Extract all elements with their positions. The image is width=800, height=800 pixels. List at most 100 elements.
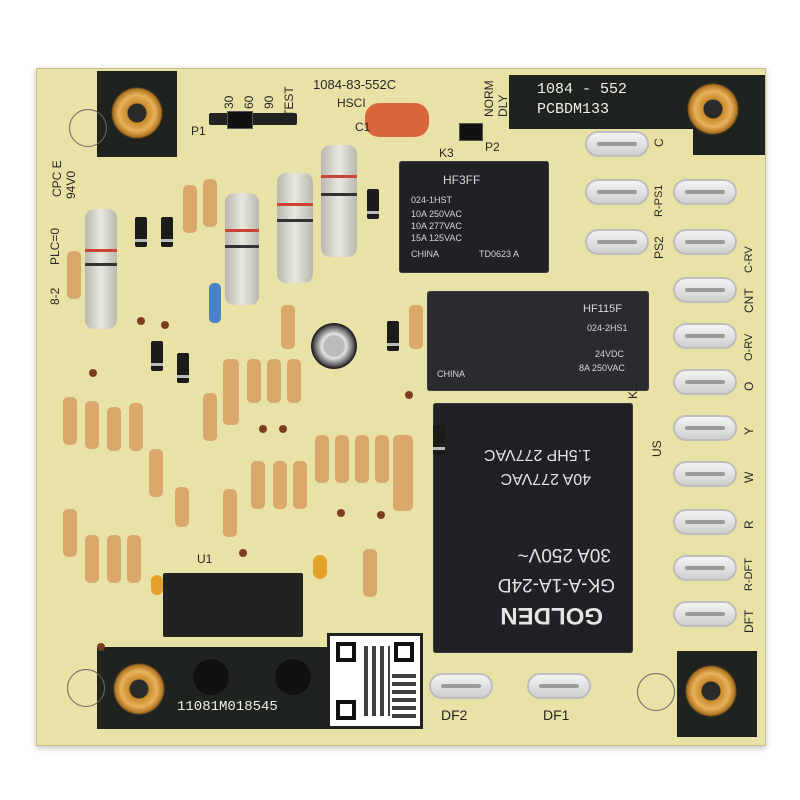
- via: [337, 509, 345, 517]
- via: [259, 425, 267, 433]
- terminal-w[interactable]: [673, 461, 737, 487]
- plc-mark: PLC=0: [48, 227, 62, 265]
- cpc-mark: CPC E: [50, 160, 64, 197]
- resistor: [293, 461, 307, 509]
- p1-option-90: 90: [262, 95, 276, 109]
- p1-option-60: 60: [242, 95, 256, 109]
- p1-jumper-header[interactable]: [209, 113, 297, 125]
- serial-number: 11081M018545: [177, 699, 278, 715]
- resistor: [209, 283, 221, 323]
- k1-cert: US: [650, 440, 664, 457]
- resistor: [223, 489, 237, 537]
- terminal-c-top[interactable]: [585, 131, 649, 157]
- rev-mark: 8-2: [48, 287, 62, 305]
- ceramic-capacitor: [151, 575, 163, 595]
- power-resistor-3: [277, 173, 313, 283]
- resistor: [409, 305, 423, 349]
- terminal-cnt[interactable]: [673, 277, 737, 303]
- relay-k3-line4: 15A 125VAC: [411, 233, 462, 243]
- diode-d5: [387, 321, 399, 351]
- resistor: [375, 435, 389, 483]
- resistor: [67, 251, 81, 299]
- resistor: [183, 185, 197, 233]
- mounting-hole-bottom-left: [113, 663, 165, 715]
- pcb-code: PCBDM133: [537, 101, 610, 118]
- resistor: [335, 435, 349, 483]
- terminal-r[interactable]: [673, 509, 737, 535]
- relay-k3-model: HF3FF: [443, 173, 481, 187]
- via: [279, 425, 287, 433]
- terminal-r-ps1-a[interactable]: [585, 179, 649, 205]
- k1-label: K1: [620, 434, 634, 449]
- resistor: [393, 435, 413, 511]
- terminal-label-cnt: CNT: [742, 288, 756, 313]
- relay-k1-brand: GOLDEN: [500, 602, 603, 629]
- resistor: [129, 403, 143, 451]
- terminal-o-rv[interactable]: [673, 323, 737, 349]
- relay-k3: HF3FF 024-1HST 10A 250VAC 10A 277VAC 15A…: [399, 161, 549, 273]
- terminal-dft[interactable]: [673, 601, 737, 627]
- p2-label: P2: [485, 140, 500, 154]
- resistor: [247, 359, 261, 403]
- via: [239, 549, 247, 557]
- p2-option-norm: NORM: [482, 80, 496, 117]
- resistor: [63, 397, 77, 445]
- terminal-label-ps2: PS2: [652, 236, 666, 259]
- c1-capacitor: [365, 103, 429, 137]
- k3-label: K3: [439, 146, 454, 160]
- resistor: [281, 305, 295, 349]
- resistor: [287, 359, 301, 403]
- resistor: [315, 435, 329, 483]
- resistor: [107, 407, 121, 451]
- terminal-label-df2: DF2: [441, 707, 468, 723]
- registration-mark-bottom-right: [637, 673, 675, 711]
- resistor: [63, 509, 77, 557]
- resistor: [175, 487, 189, 527]
- hsci-top: HSCI: [337, 96, 366, 110]
- terminal-o[interactable]: [673, 369, 737, 395]
- qr-code: [327, 633, 423, 729]
- via: [377, 511, 385, 519]
- resistor: [85, 535, 99, 583]
- mounting-hole-bottom-right: [685, 665, 737, 717]
- relay-k2-line1: 024-2HS1: [587, 323, 628, 333]
- p2-jumper-header[interactable]: [459, 123, 483, 141]
- transistor-q1: [275, 659, 311, 695]
- terminal-df1[interactable]: [527, 673, 591, 699]
- p2-option-dly: DLY: [496, 94, 510, 117]
- relay-k1-line3: 1.5HP 277VAC: [483, 446, 591, 463]
- power-resistor-1: [85, 209, 117, 329]
- relay-k2-line2: 24VDC: [595, 349, 625, 359]
- c1-label: C1: [355, 120, 371, 134]
- terminal-ps2-a[interactable]: [585, 229, 649, 255]
- terminal-df2[interactable]: [429, 673, 493, 699]
- resistor: [251, 461, 265, 509]
- relay-k3-origin: CHINA: [411, 249, 440, 259]
- terminal-r-dft[interactable]: [673, 555, 737, 581]
- terminal-label-y: Y: [742, 426, 756, 435]
- diode-d4: [161, 217, 173, 247]
- p1-option-30: 30: [222, 95, 236, 109]
- resistor: [273, 461, 287, 509]
- p1-jumper-cap[interactable]: [227, 111, 253, 129]
- terminal-label-w: W: [742, 471, 756, 483]
- terminal-y[interactable]: [673, 415, 737, 441]
- registration-mark-bottom-left: [67, 669, 105, 707]
- terminal-ps2-b[interactable]: [673, 229, 737, 255]
- mounting-hole-top-right: [687, 83, 739, 135]
- terminal-label-c-top: C: [652, 138, 666, 147]
- rating-mark: 94V0: [64, 170, 78, 199]
- resistor: [149, 449, 163, 497]
- resistor: [267, 359, 281, 403]
- via: [97, 643, 105, 651]
- via: [161, 321, 169, 329]
- terminal-r-ps1-b[interactable]: [673, 179, 737, 205]
- terminal-label-c-rv: C-RV: [743, 246, 755, 273]
- mounting-hole-top-left: [111, 87, 163, 139]
- terminal-label-r-ps1: R-PS1: [653, 184, 665, 217]
- diode-d6: [433, 425, 445, 455]
- relay-k1-line2: 40A 277VAC: [500, 470, 591, 487]
- diode-d2: [135, 217, 147, 247]
- terminal-label-r-dft: R-DFT: [743, 558, 755, 591]
- resistor: [127, 535, 141, 583]
